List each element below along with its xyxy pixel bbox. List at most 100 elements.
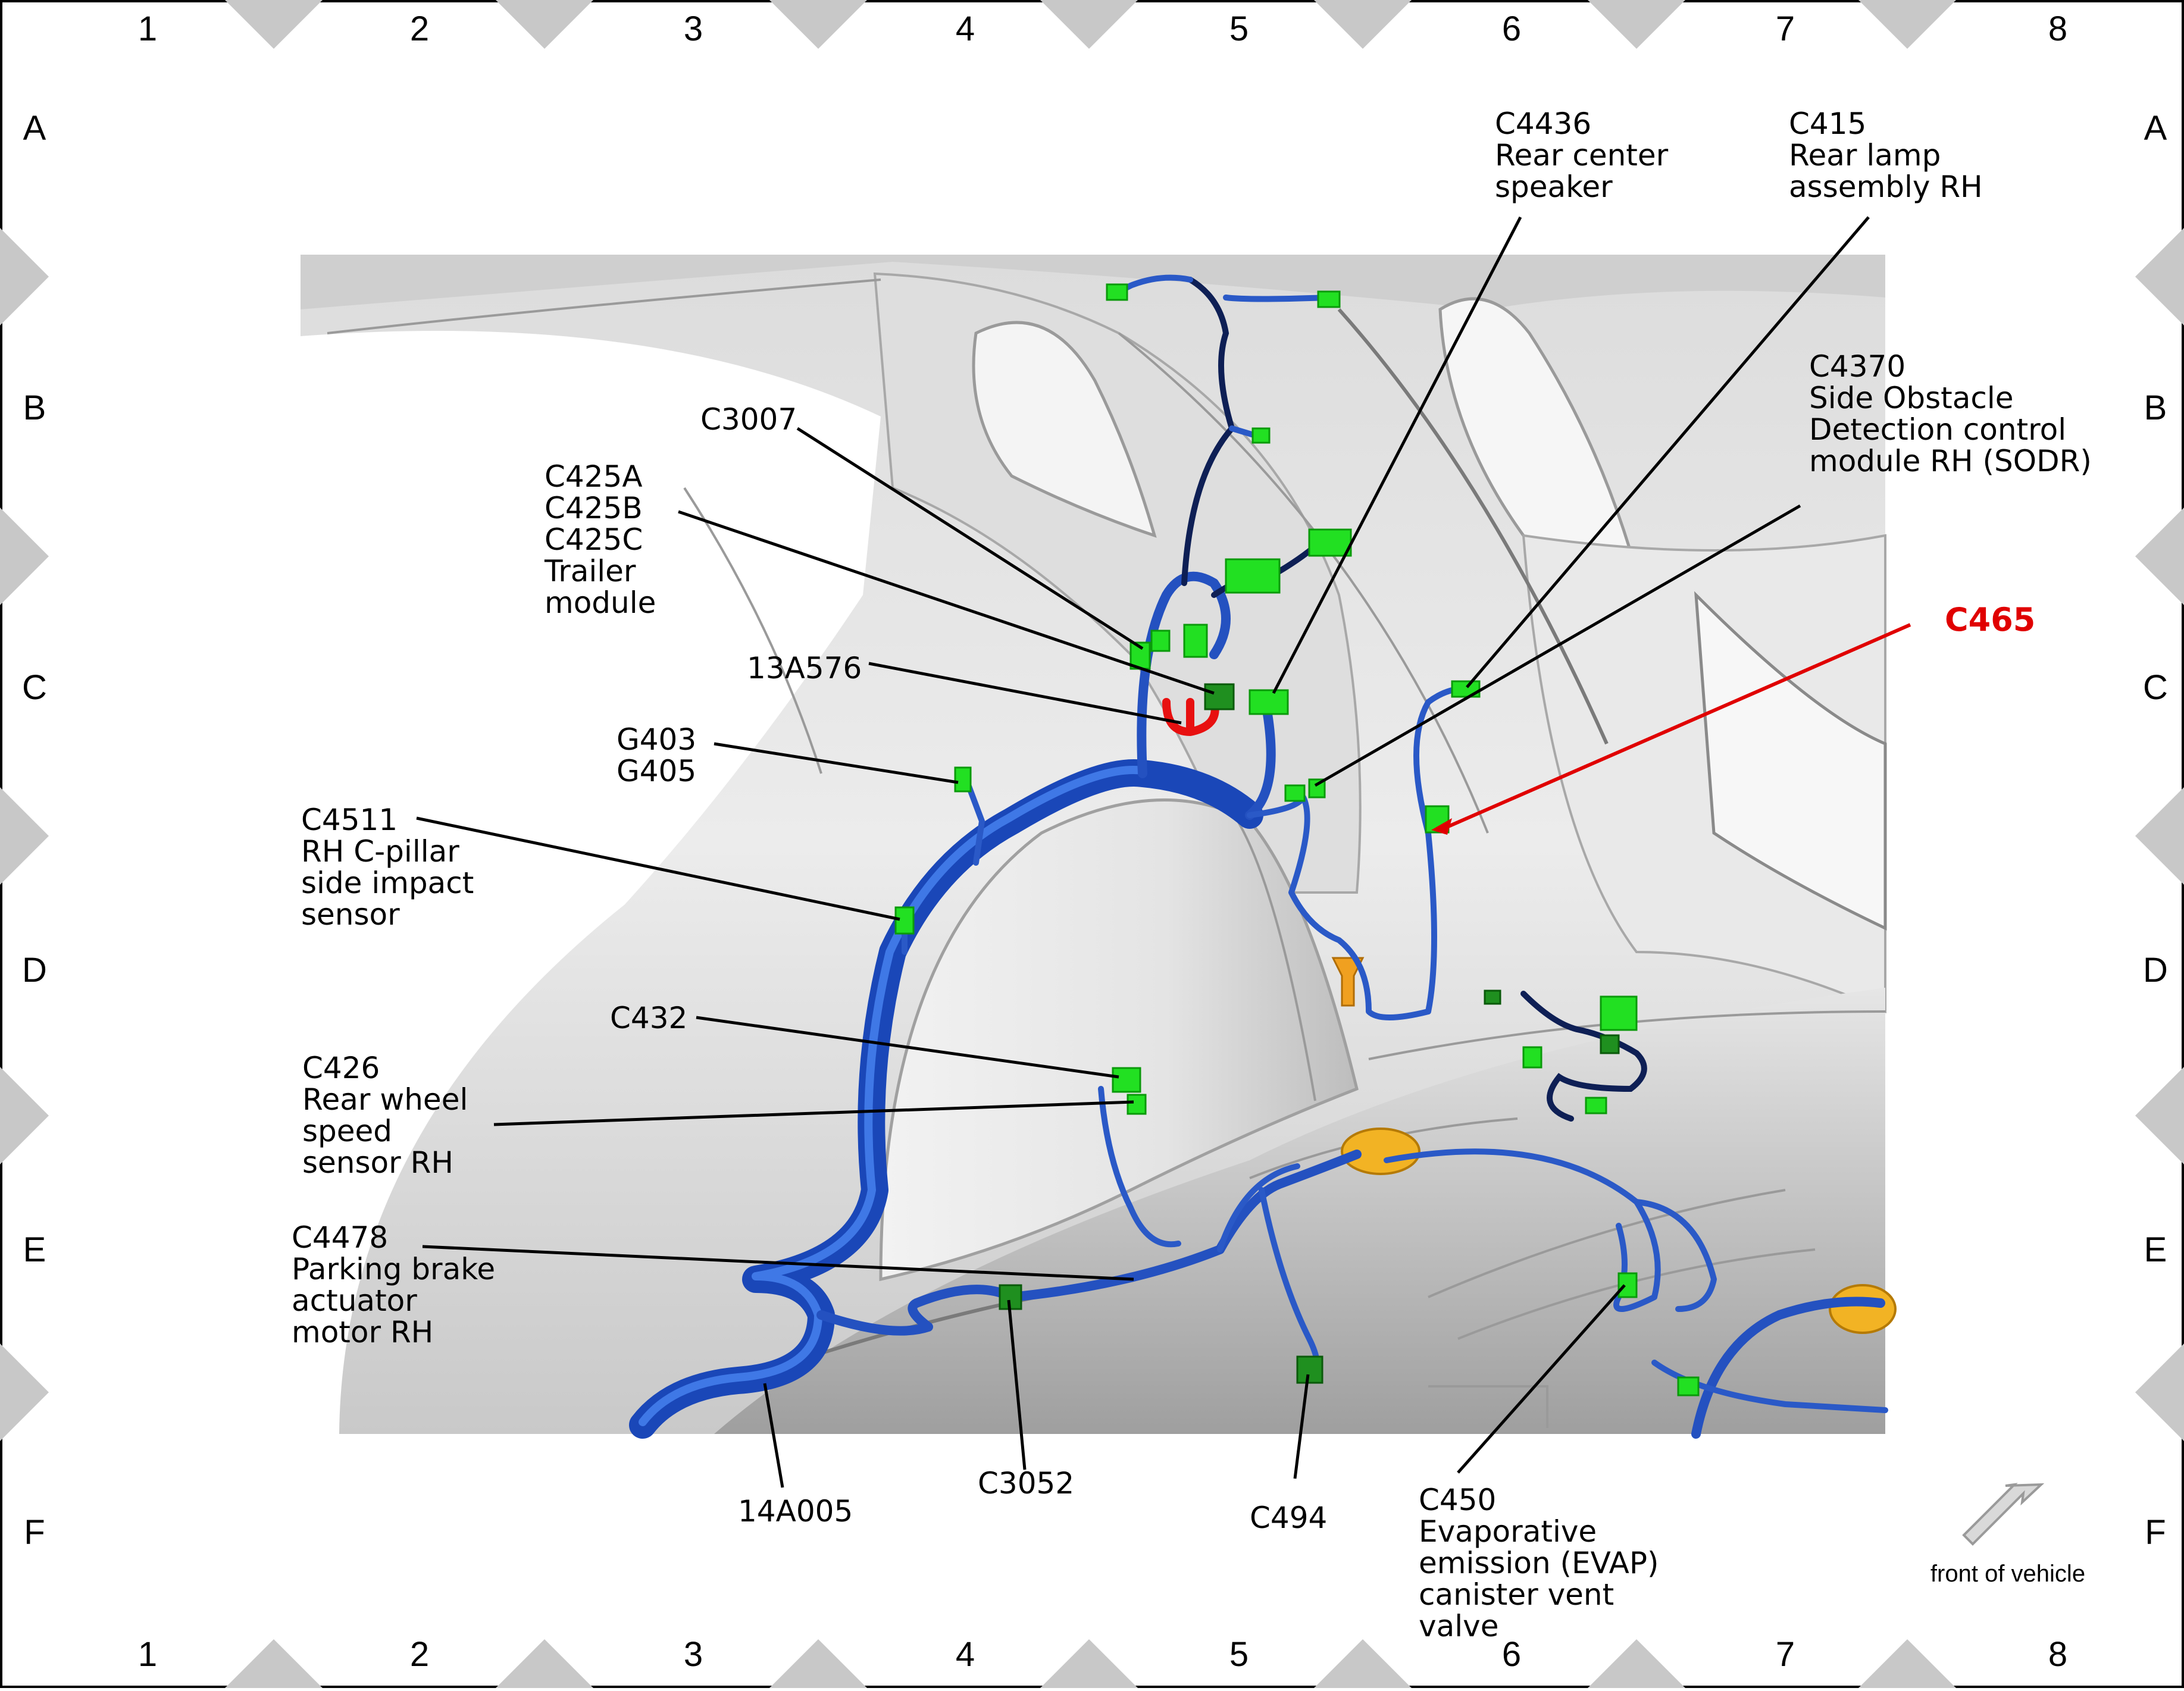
leader-c415 (1466, 216, 1870, 688)
grid-marker-bottom-5 (1314, 1639, 1412, 1691)
connector-g403 (954, 766, 972, 793)
connectors (894, 283, 1700, 1396)
callout-c4370-line-2: Side Obstacle (1809, 381, 2014, 415)
bracket-orange (1331, 957, 1365, 1007)
grid-row-label-right-E: E (2144, 1230, 2167, 1269)
connector-c3007b (1150, 630, 1171, 652)
callout-c425-line-5: module (545, 585, 656, 620)
connector-c4370b (1308, 778, 1326, 798)
connector-c3007 (1129, 641, 1151, 670)
callout-c13a576: 13A576 (747, 651, 862, 685)
grid-marker-top-1 (225, 0, 323, 49)
callout-c450-line-5: valve (1419, 1609, 1498, 1643)
wheel-arch (879, 798, 1359, 1282)
callout-c4511-line-1: C4511 (301, 803, 398, 837)
callout-c3052-line-1: C3052 (978, 1466, 1074, 1501)
callout-c3052: C3052 (978, 1466, 1074, 1501)
roof-rail (301, 255, 1885, 309)
callout-c14a005-line-1: 14A005 (738, 1494, 853, 1529)
front-of-vehicle-indicator: front of vehicle (1930, 1483, 2085, 1587)
leader-c4478 (422, 1245, 1134, 1281)
connector-sodr-d (1600, 1034, 1620, 1054)
connector-sodr-b (1522, 1046, 1542, 1069)
grid-column-label-top-3: 3 (684, 10, 703, 48)
grid-marker-bottom-4 (1040, 1639, 1138, 1691)
pillar-seam-2 (1337, 308, 1609, 745)
front-of-vehicle-label: front of vehicle (1930, 1561, 2085, 1587)
grid-row-label-left-A: A (23, 109, 46, 148)
grid-column-label-top-5: 5 (1229, 10, 1249, 48)
leader-14A005 (763, 1383, 784, 1488)
grid-marker-left-5 (0, 1344, 49, 1441)
callout-c465: C465 (1945, 601, 2035, 638)
grid-column-label-bottom-7: 7 (1776, 1635, 1795, 1674)
grid-marker-right-5 (2135, 1344, 2184, 1441)
callout-c425-line-3: C425C (545, 522, 643, 557)
connector-c425 (1204, 683, 1235, 710)
connector-c425b (1183, 624, 1208, 658)
callout-c426-line-3: speed (302, 1114, 392, 1148)
grid-column-label-top-8: 8 (2048, 10, 2067, 48)
callout-c3007-line-1: C3007 (700, 402, 797, 437)
connector-right-floor (1677, 1376, 1700, 1396)
harness-sodr-branch (1247, 685, 1479, 1020)
callout-c426-line-1: C426 (302, 1051, 380, 1085)
grid-marker-left-2 (0, 508, 49, 605)
callout-c4436-line-3: speaker (1495, 170, 1613, 204)
leader-c3052 (1007, 1299, 1027, 1470)
grid-marker-bottom-1 (225, 1639, 323, 1691)
grid-marker-top-7 (1858, 0, 1956, 49)
callout-c426-line-4: sensor RH (302, 1145, 453, 1180)
grid-row-label-left-B: B (23, 389, 46, 427)
grid-column-label-top-2: 2 (410, 10, 429, 48)
callout-c4478-line-3: actuator (292, 1283, 417, 1318)
harness-sodr-sub (1520, 991, 1647, 1122)
callout-c4370-line-1: C4370 (1809, 349, 1905, 384)
grid-marker-right-2 (2135, 508, 2184, 605)
callout-c450-line-1: C450 (1419, 1483, 1496, 1517)
grid-row-label-left-E: E (23, 1230, 46, 1269)
callout-c425-line-2: C425B (545, 491, 643, 525)
grid-column-label-bottom-1: 1 (138, 1635, 157, 1674)
grid-marker-top-6 (1588, 0, 1685, 49)
grid-marker-right-1 (2135, 228, 2184, 325)
grid-marker-right-4 (2135, 1067, 2184, 1164)
connector-c494 (1296, 1355, 1323, 1384)
grid-row-label-right-C: C (2143, 668, 2168, 707)
quarter-seam (683, 487, 822, 774)
harness-highlight (639, 766, 1147, 1426)
leader-c3007 (796, 427, 1144, 650)
callout-c432-line-1: C432 (610, 1001, 687, 1035)
leader-c432 (696, 1016, 1119, 1079)
grid-marker-bottom-7 (1858, 1639, 1956, 1691)
harness-roof-tip (1116, 274, 1193, 295)
callout-c415-line-2: Rear lamp (1789, 138, 1941, 173)
grid-row-label-right-F: F (2145, 1513, 2166, 1552)
callout-c415-line-1: C415 (1789, 107, 1866, 141)
leader-c4436 (1272, 216, 1522, 694)
callout-c450-line-4: canister vent (1419, 1577, 1614, 1612)
grid-column-label-bottom-8: 8 (2048, 1635, 2067, 1674)
connector-c4436 (1249, 689, 1289, 715)
floor-seam-6 (1428, 1385, 1548, 1428)
callout-c415-line-3: assembly RH (1789, 170, 1983, 204)
harness-c450-loop (1634, 1199, 1717, 1312)
callout-c4511-line-2: RH C-pillar (301, 834, 459, 869)
callout-c465-line-1: C465 (1945, 601, 2035, 638)
connector-speaker-cluster (1308, 528, 1352, 557)
grid-marker-left-4 (0, 1067, 49, 1164)
harness-floor-branch (1007, 1150, 1362, 1302)
connector-sodr-c (1484, 989, 1501, 1005)
callout-c494-line-1: C494 (1250, 1501, 1327, 1535)
grid-row-label-left-C: C (22, 668, 47, 707)
grid-marker-bottom-6 (1588, 1639, 1685, 1691)
callout-c4370-line-4: module RH (SODR) (1809, 444, 2092, 478)
harness-upper-branch (1137, 571, 1231, 778)
